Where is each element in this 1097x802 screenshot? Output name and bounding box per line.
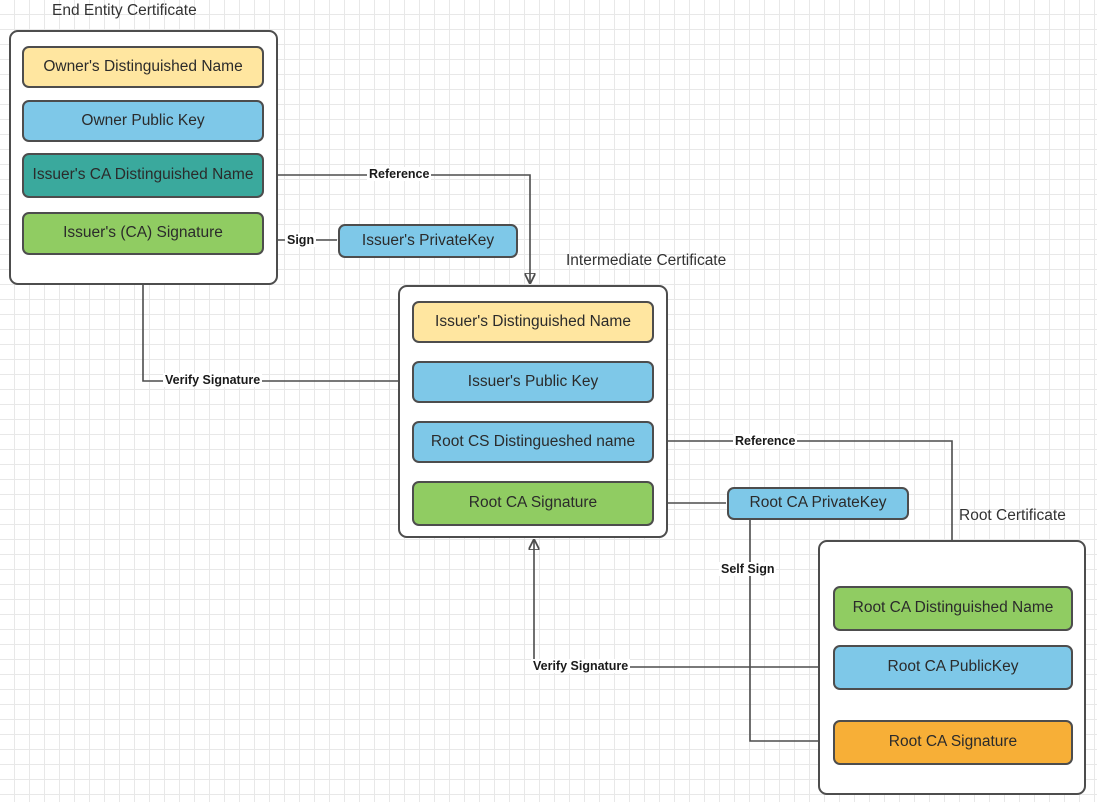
node-root-ca-private-key[interactable]: Root CA PrivateKey (727, 487, 909, 520)
field-root-ca-signature-root[interactable]: Root CA Signature (833, 720, 1073, 765)
node-issuers-private-key[interactable]: Issuer's PrivateKey (338, 224, 518, 258)
edge-label-verify-signature-bottom: Verify Signature (531, 659, 631, 673)
field-issuers-public-key[interactable]: Issuer's Public Key (412, 361, 654, 403)
field-root-ca-signature-intermediate[interactable]: Root CA Signature (412, 481, 654, 526)
field-root-cs-distingueshed-name[interactable]: Root CS Distingueshed name (412, 421, 654, 463)
edge-verify-signature-bottom (534, 540, 833, 668)
edge-label-self-sign: Self Sign (719, 562, 777, 576)
group-title-root: Root Certificate (959, 507, 1066, 524)
edge-label-reference-mid: Reference (733, 434, 798, 448)
edge-label-sign: Sign (285, 233, 317, 247)
edge-label-reference-top: Reference (367, 167, 432, 181)
group-title-intermediate: Intermediate Certificate (566, 252, 727, 269)
field-issuers-ca-signature[interactable]: Issuer's (CA) Signature (22, 212, 264, 255)
group-title-end-entity: End Entity Certificate (52, 2, 197, 19)
field-root-ca-distinguished-name[interactable]: Root CA Distinguished Name (833, 586, 1073, 631)
field-owners-distinguished-name[interactable]: Owner's Distinguished Name (22, 46, 264, 88)
edge-label-verify-signature-top: Verify Signature (163, 373, 263, 387)
field-owner-public-key[interactable]: Owner Public Key (22, 100, 264, 142)
field-issuers-distinguished-name[interactable]: Issuer's Distinguished Name (412, 301, 654, 343)
field-root-ca-public-key[interactable]: Root CA PublicKey (833, 645, 1073, 690)
field-issuers-ca-distinguished-name[interactable]: Issuer's CA Distinguished Name (22, 153, 264, 198)
